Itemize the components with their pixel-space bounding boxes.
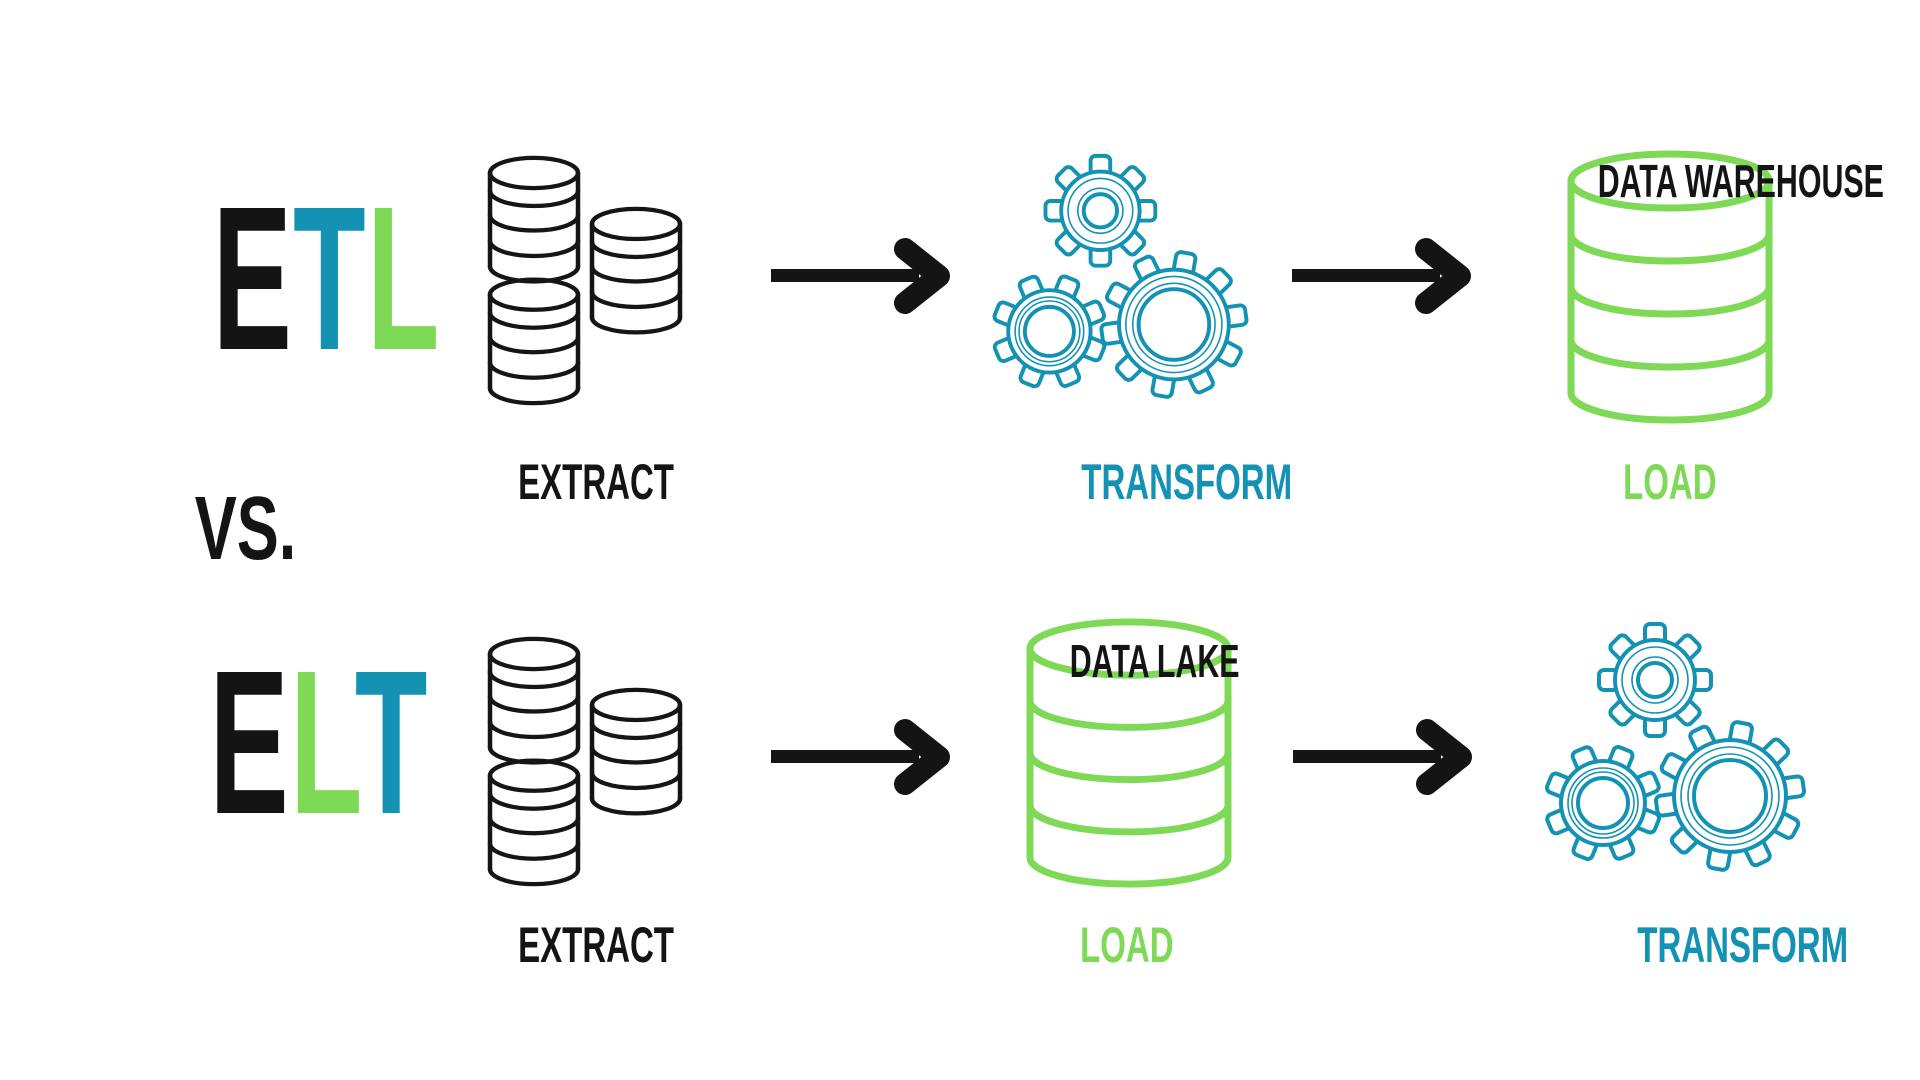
arrow-right-icon bbox=[1293, 718, 1477, 796]
etl-load-label: LOAD bbox=[1623, 454, 1717, 510]
etl-transform-label: TRANSFORM bbox=[1081, 454, 1293, 510]
gears-icon bbox=[992, 153, 1249, 399]
vs-label: VS. bbox=[195, 479, 297, 579]
gears-icon bbox=[1544, 622, 1807, 872]
elt-load-label: LOAD bbox=[1080, 917, 1174, 973]
etl-headline: ETL bbox=[130, 176, 440, 381]
elt-headline: ELT bbox=[130, 640, 427, 845]
elt-extract-label: EXTRACT bbox=[518, 917, 674, 973]
etl-letter-l: L bbox=[366, 164, 441, 393]
arrow-right-icon bbox=[771, 237, 955, 315]
data-warehouse-title: DATA WAREHOUSE bbox=[1597, 155, 1884, 207]
etl-extract-label: EXTRACT bbox=[518, 454, 674, 510]
etl-letter-e: E bbox=[212, 164, 294, 393]
arrow-right-icon bbox=[771, 718, 955, 796]
database-cluster-icon bbox=[488, 637, 682, 887]
data-lake-title: DATA LAKE bbox=[1069, 635, 1240, 687]
elt-letter-l: L bbox=[289, 628, 355, 857]
etl-letter-t: T bbox=[293, 164, 367, 393]
elt-letter-t: T bbox=[354, 628, 429, 857]
database-cluster-icon bbox=[488, 156, 682, 406]
arrow-right-icon bbox=[1292, 237, 1476, 315]
elt-transform-label: TRANSFORM bbox=[1637, 917, 1849, 973]
elt-letter-e: E bbox=[209, 628, 290, 857]
